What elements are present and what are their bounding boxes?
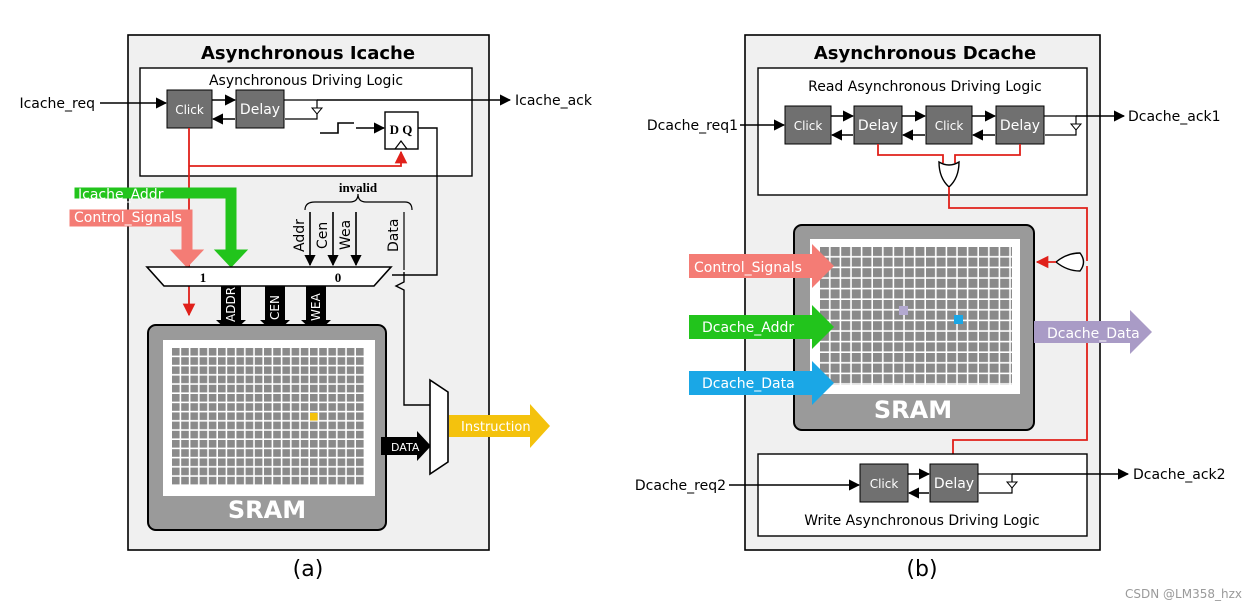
icache-control-label: Control_Signals (74, 210, 182, 226)
dcache-ack1-label: Dcache_ack1 (1128, 109, 1221, 125)
icache-driving-logic-label: Asynchronous Driving Logic (209, 73, 403, 89)
dff-block (384, 111, 419, 150)
write-driving-logic-box (757, 453, 1088, 537)
caption-b: (b) (906, 557, 937, 582)
dcache-data-in-arrow (689, 361, 834, 405)
dcache-data-out-arrow (1034, 310, 1152, 354)
mux-sel-0-label: 0 (335, 270, 342, 285)
icache-click-label: Click (175, 103, 204, 117)
invalid-label: invalid (339, 180, 378, 195)
write-delay (929, 463, 979, 503)
dcache-data-out-label: Dcache_Data (1047, 326, 1140, 342)
cen-port-label: CEN (268, 295, 282, 320)
dcache-sram-label: SRAM (874, 396, 952, 424)
main-or-gate (1054, 252, 1085, 272)
write-click-label: Click (870, 477, 899, 491)
write-inverter-icon (1005, 481, 1019, 489)
dcache-title: Asynchronous Dcache (814, 43, 1036, 64)
icache-addr-arrow (74, 187, 249, 268)
icache-ack-label: Icache_ack (515, 93, 593, 109)
delay1-to-or-wire (877, 144, 944, 163)
click-to-dff-wire (189, 150, 408, 167)
control-signals-arrow (69, 209, 205, 268)
dcache-addr-arrow (689, 305, 834, 349)
dff-clock-icon (394, 140, 408, 150)
write-to-or-wire (952, 266, 1088, 464)
dcache-addr-label: Dcache_Addr (702, 320, 794, 336)
dcache-control-arrow (689, 244, 834, 288)
read-delay-2 (995, 105, 1045, 145)
instruction-arrow (449, 404, 550, 448)
dcache-data-in-label: Dcache_Data (702, 376, 795, 392)
write-click (859, 463, 909, 503)
read-click-1-label: Click (794, 119, 823, 133)
icache-title: Asynchronous Icache (201, 43, 415, 64)
mux-input-addr: Addr (292, 219, 308, 252)
data-port-label: DATA (391, 441, 420, 454)
output-mux (429, 378, 449, 476)
dcache-control-label: Control_Signals (694, 260, 802, 276)
icache-sram-label: SRAM (228, 496, 306, 524)
dcache-write-cell (954, 315, 963, 324)
mux-input-cen: Cen (315, 222, 331, 249)
dcache-req2-label: Dcache_req2 (635, 478, 726, 494)
mux-input-wea: Wea (338, 220, 354, 250)
inverter-icon (310, 107, 324, 115)
mux-sel-1-label: 1 (200, 270, 207, 285)
delay2-to-or-wire (954, 144, 1021, 163)
watermark: CSDN @LM358_hzx (1125, 587, 1242, 601)
icache-delay-block (235, 89, 285, 129)
read-or-to-main-or-wire (948, 187, 1088, 261)
read-inverter-icon (1069, 123, 1083, 131)
cen-port-arrow (260, 286, 290, 334)
read-click-1 (784, 105, 832, 145)
write-driving-logic-label: Write Asynchronous Driving Logic (804, 513, 1039, 529)
read-delay-2-label: Delay (1000, 118, 1040, 134)
dcache-sram-array (820, 247, 1012, 385)
mux-input-data: Data (386, 219, 402, 252)
read-driving-logic-label: Read Asynchronous Driving Logic (808, 79, 1042, 95)
read-delay-1-label: Delay (858, 118, 898, 134)
panel-b: Asynchronous Dcache Read Asynchronous Dr… (635, 34, 1226, 582)
icache-delay-label: Delay (240, 102, 280, 118)
addr-port-arrow (216, 286, 246, 334)
dff-q-to-mux-wire (392, 127, 438, 276)
icache-mux (145, 266, 393, 287)
caption-a: (a) (293, 557, 324, 582)
dcache-ack2-label: Dcache_ack2 (1133, 467, 1226, 483)
wea-port-arrow (301, 286, 331, 334)
data-bypass-wire (394, 272, 430, 406)
data-out-arrow (381, 431, 431, 461)
dff-label: D Q (390, 122, 413, 137)
icache-addr-label: Icache_Addr (78, 187, 164, 203)
write-delay-label: Delay (934, 476, 974, 492)
dcache-req1-label: Dcache_req1 (647, 118, 738, 134)
addr-port-label: ADDR (224, 287, 238, 322)
step-signal-icon (320, 122, 354, 134)
wea-port-label: WEA (309, 293, 323, 321)
panel-a: Asynchronous Icache Asynchronous Driving… (19, 34, 593, 582)
icache-req-label: Icache_req (19, 96, 95, 112)
invalid-brace (304, 193, 413, 211)
instruction-label: Instruction (461, 420, 531, 435)
dcache-read-cell (899, 306, 908, 315)
read-click-2 (925, 105, 973, 145)
read-or-gate (938, 160, 960, 188)
icache-sram-array (172, 348, 365, 486)
icache-highlight-cell (310, 413, 318, 421)
read-click-2-label: Click (935, 119, 964, 133)
